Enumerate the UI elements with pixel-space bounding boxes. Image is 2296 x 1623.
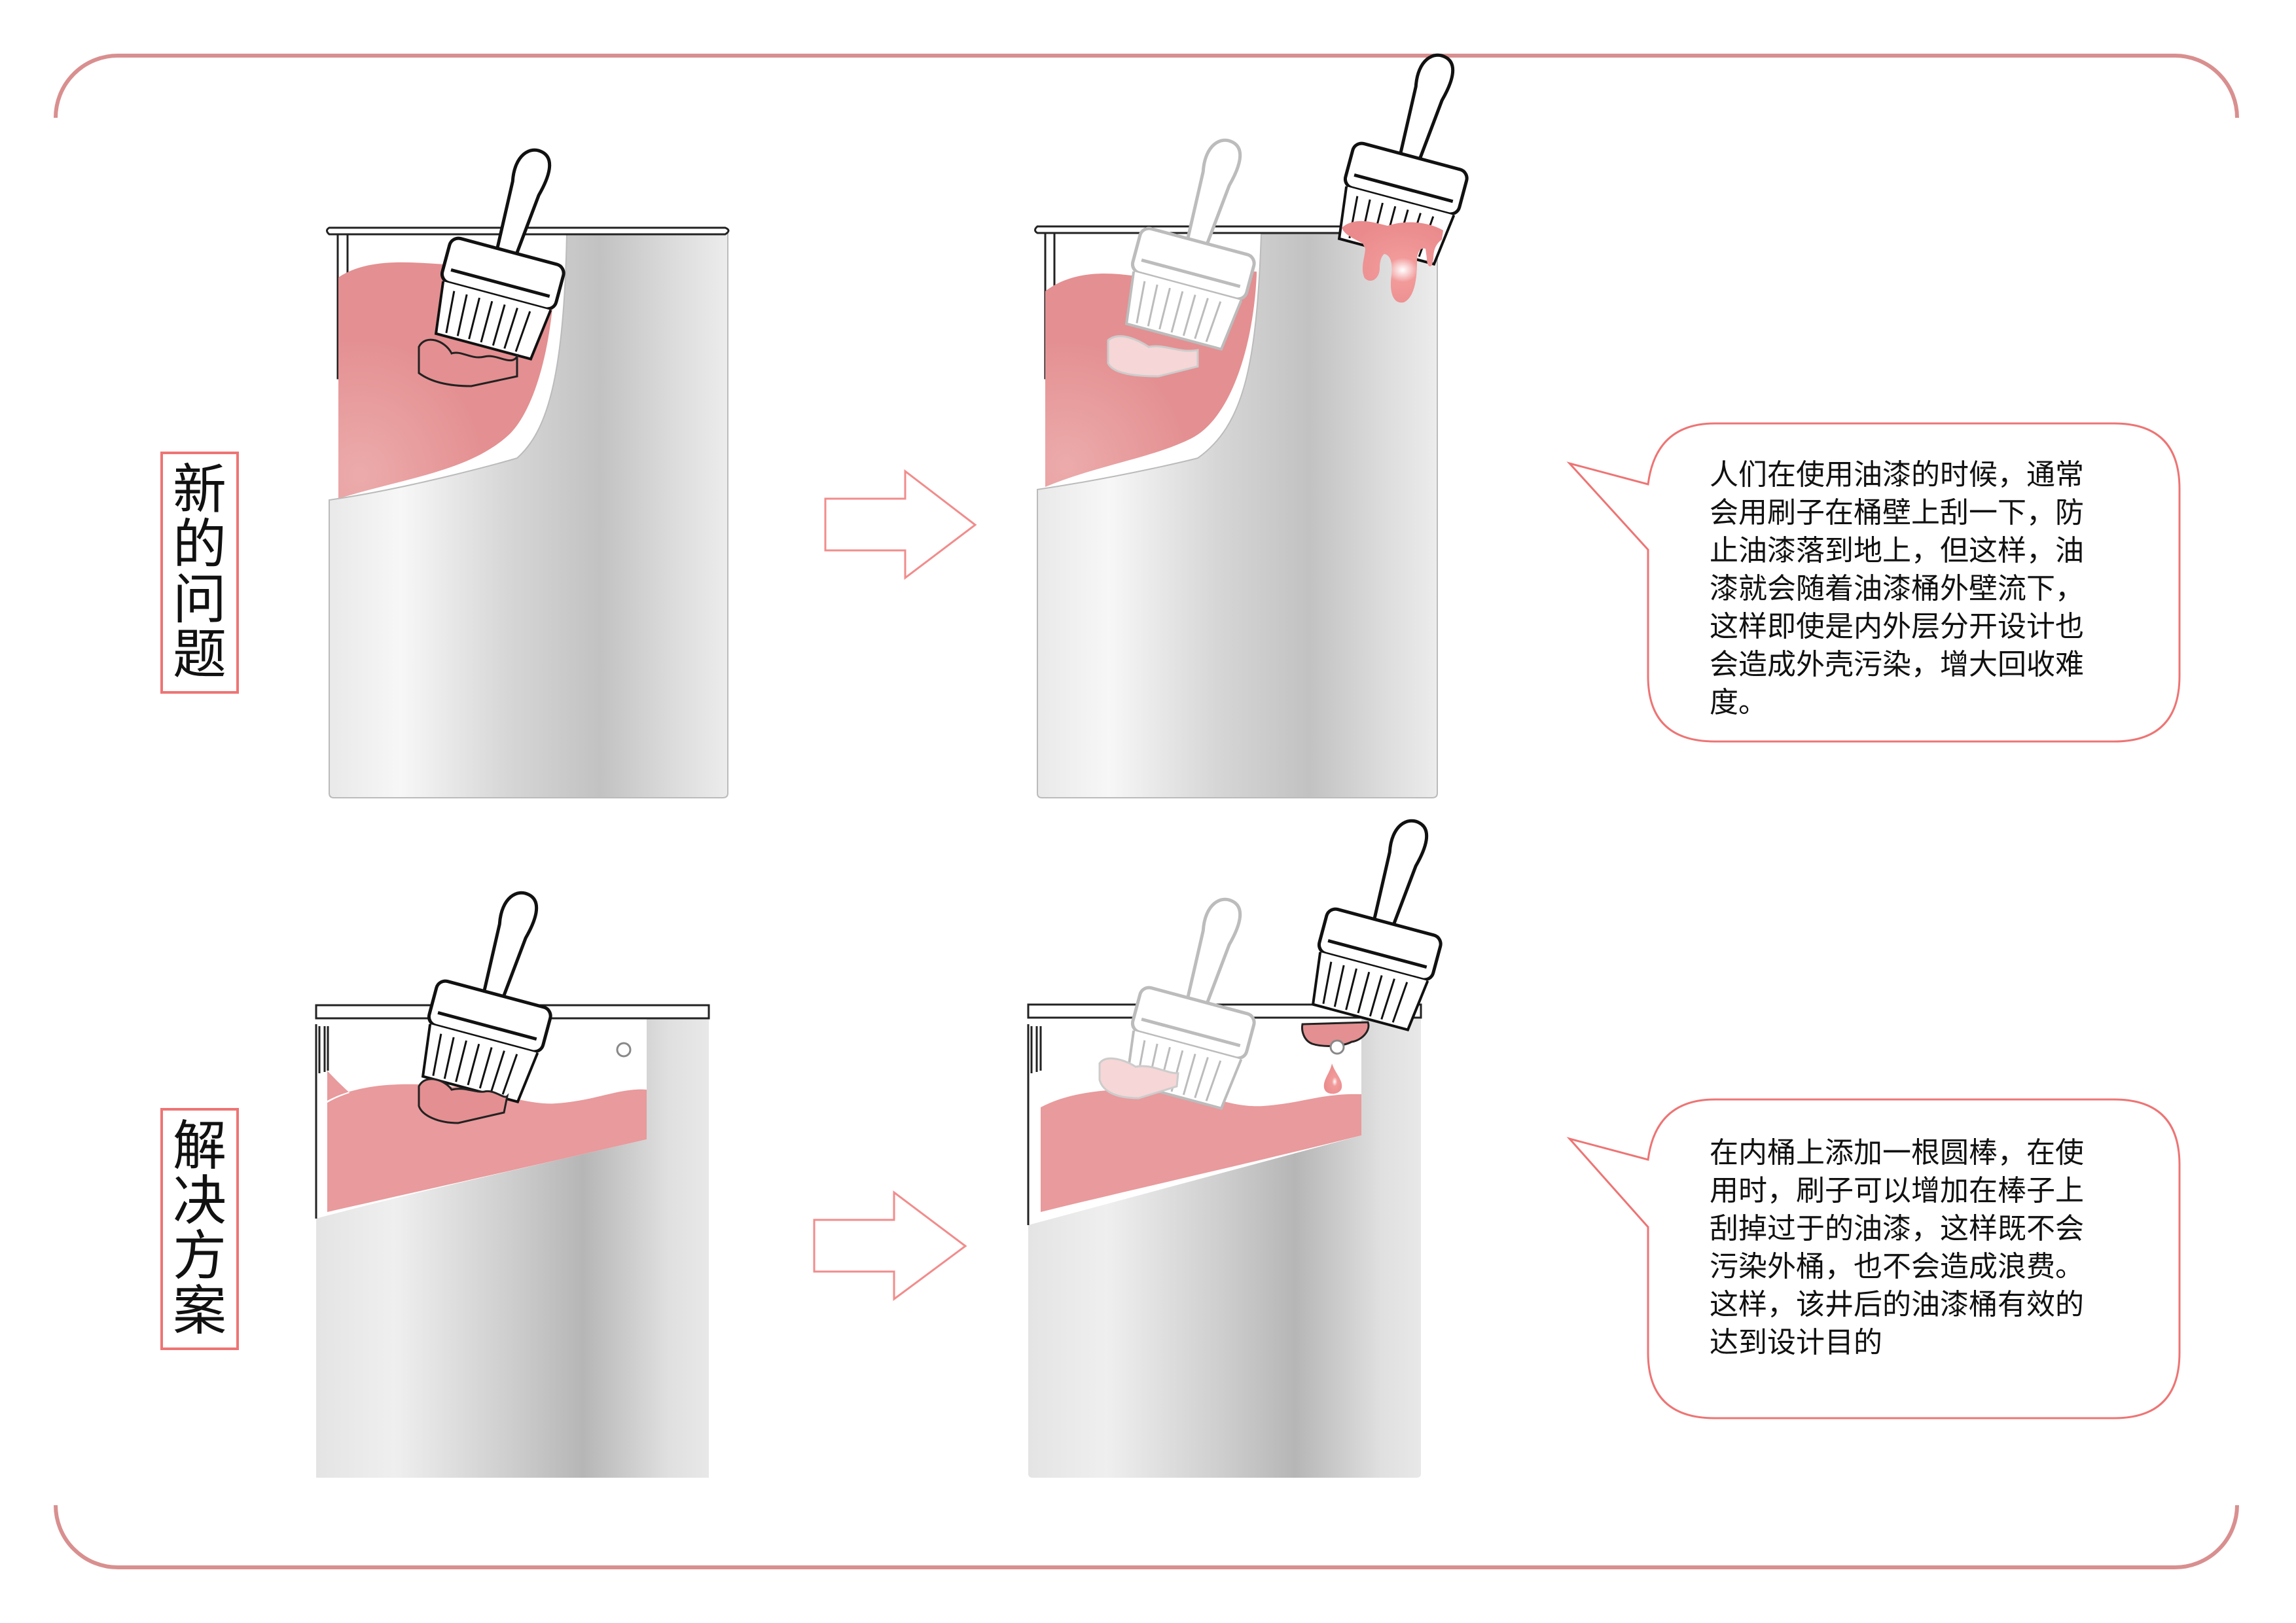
outer-shell-wedge xyxy=(316,1014,709,1224)
rod-icon xyxy=(616,1042,632,1058)
solution-description: 在内桶上添加一根圆棒，在使 用时，刷子可以增加在棒子上 刮掉过于的油漆，这样既不… xyxy=(1710,1136,2084,1359)
ghost-paint-on-brush xyxy=(1098,1057,1179,1099)
label-char: 题 xyxy=(172,624,226,686)
label-char: 方 xyxy=(172,1225,226,1287)
outer-shell xyxy=(1037,234,1438,798)
right-arrow-icon xyxy=(813,1190,967,1301)
paint-drip xyxy=(1342,221,1443,303)
problem-bucket-before xyxy=(326,135,734,798)
label-char: 决 xyxy=(172,1170,226,1232)
solution-bucket-after xyxy=(1027,806,1470,1478)
right-arrow-icon xyxy=(824,469,977,580)
paint-fill-main xyxy=(1041,1089,1361,1212)
paint-fill-main xyxy=(327,1084,647,1212)
label-char: 问 xyxy=(172,569,226,631)
inner-wall xyxy=(1030,1026,1042,1073)
paint-on-brush xyxy=(418,338,518,387)
rim xyxy=(326,226,730,236)
paint-drip xyxy=(1323,1063,1342,1094)
label-char: 案 xyxy=(172,1280,226,1342)
speech-bubble-problem xyxy=(1566,422,2181,743)
solution-bucket-before xyxy=(315,878,710,1478)
section-label-solution: 解 决 方 案 xyxy=(160,1108,239,1350)
problem-description: 人们在使用油漆的时候，通常 会用刷子在桶壁上刮一下，防 止油漆落到地上，但这样，… xyxy=(1710,458,2084,719)
paint-on-brush xyxy=(418,1078,509,1124)
speech-bubble-solution xyxy=(1566,1098,2181,1419)
section-label-problem: 新 的 问 题 xyxy=(160,452,239,694)
problem-bucket-after xyxy=(1034,40,1496,798)
rod-icon xyxy=(1329,1039,1345,1055)
label-char: 的 xyxy=(172,514,226,576)
label-char: 新 xyxy=(172,459,226,521)
outer-shell xyxy=(329,232,728,798)
outer-shell xyxy=(1028,1018,1421,1478)
page-frame xyxy=(54,54,2239,1569)
frame-bottom xyxy=(54,1505,2239,1569)
label-char: 解 xyxy=(172,1115,226,1177)
frame-top xyxy=(54,54,2239,118)
ghost-paint-on-brush xyxy=(1107,335,1199,378)
brush-icon xyxy=(1304,806,1470,1033)
inner-wall xyxy=(318,1026,329,1073)
